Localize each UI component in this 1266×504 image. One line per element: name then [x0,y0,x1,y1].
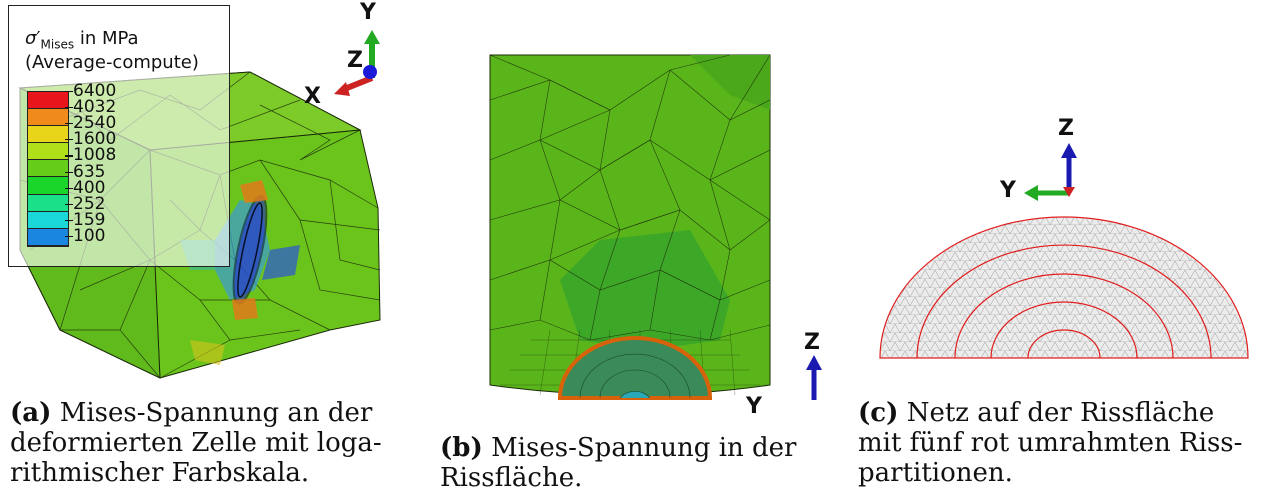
axis-triad-a [334,30,380,96]
legend-swatch [28,109,68,127]
sigma-symbol: σ [25,28,37,49]
caption-a-line-2: deformierten Zelle mit loga- [10,428,382,458]
legend-value: 6400 [73,81,117,101]
z-axis-label: Z [1058,116,1074,141]
legend-swatch [28,211,68,229]
caption-c-line-1: (c) Netz auf der Rissfläche [858,398,1258,428]
crack-mesh-image [879,143,1249,359]
legend-title: σ′Mises in MPa [25,28,139,56]
legend-value: 635 [73,161,106,182]
legend-swatch [28,194,68,212]
legend-value: 2540 [73,113,117,134]
caption-c-tag: (c) [858,398,899,428]
legend-value: 1008 [73,145,117,166]
legend-swatch [28,228,68,246]
legend-tick [65,187,73,189]
unit-label: in MPa [74,28,139,49]
legend-tick [65,107,73,109]
legend-subtitle: (Average-compute) [25,52,199,73]
y-axis-label: Y [1000,178,1016,203]
caption-a-line-3: rithmischer Farbskala. [10,458,310,488]
caption-b-tag: (b) [440,433,483,463]
legend-tick [65,235,73,238]
legend-value: 1600 [73,129,117,150]
legend-tick [65,203,73,205]
crack-partitions [879,216,1249,359]
x-axis-label: X [304,84,321,109]
legend-value: 100 [73,225,106,246]
axis-triad-c [1024,143,1077,201]
z-axis-label: Z [347,48,363,73]
y-axis-label: Y [360,0,376,25]
legend-swatch [28,143,68,161]
legend-color-bar [27,91,69,247]
caption-a-text-1: Mises-Spannung an der [59,398,373,428]
legend-tick [65,155,73,157]
legend-tick [65,123,73,125]
caption-a-line-1: (a) Mises-Spannung an der [10,398,415,428]
panel-c: Z Y (c) Netz auf der Rissfläche mit fünf… [850,0,1266,504]
legend-value: 252 [73,193,106,214]
legend-swatch [28,160,68,178]
legend-tick [65,91,73,93]
panel-b: Z Y (b) Mises-Spannung in der Rissfläche… [430,0,850,504]
caption-a-tag: (a) [10,398,52,428]
y-axis-label: Y [746,394,762,419]
legend-swatch [28,126,68,144]
caption-a: (a) Mises-Spannung an der deformierten Z… [10,398,415,488]
legend-tick [65,219,73,221]
legend-value: 159 [73,209,106,230]
legend-value: 4032 [73,97,117,118]
caption-b-text-1: Mises-Spannung in der [491,433,797,463]
caption-b-line-1: (b) Mises-Spannung in der [440,433,835,463]
panel-a: Y Z X σ′Mises in MPa (Average-compute) 6… [0,0,420,504]
legend-swatch [28,92,68,110]
mises-subscript: Mises [40,37,75,52]
z-axis-label: Z [804,330,820,355]
caption-c-line-2: mit fünf rot umrahmten Riss- [858,428,1243,458]
prime-symbol: ′ [36,28,41,49]
legend-tick [65,139,73,141]
caption-b-line-2: Rissfläche. [440,463,583,493]
legend-swatch [28,177,68,195]
caption-c-text-1: Netz auf der Rissfläche [906,398,1215,428]
caption-c-line-3: partitionen. [858,458,1013,488]
axis-triad-b [806,355,822,400]
legend-value: 400 [73,177,106,198]
crack-surface-stress-image [489,54,822,400]
caption-c: (c) Netz auf der Rissfläche mit fünf rot… [858,398,1258,488]
legend-tick [65,171,73,173]
caption-b: (b) Mises-Spannung in der Rissfläche. [440,433,835,493]
